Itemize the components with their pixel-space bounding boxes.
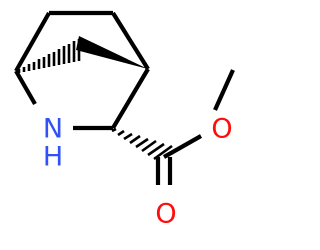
hashed-bridge-bond [17,39,81,73]
hashed-stereo-bond [111,127,173,161]
molecule-structure: N H O O [14,10,235,230]
bond-c-o-ester [162,134,203,159]
bond-o-methyl [213,69,235,111]
bond-c1-c5 [14,11,51,73]
bond-c4-c3 [111,67,150,130]
bond-n-c1 [14,69,37,106]
atom-o-ester-label: O [211,114,232,145]
atom-h-label: H [43,142,63,173]
bond-c6-c4 [111,11,150,71]
wedge-bridge-bond [76,36,148,69]
atom-o-carbonyl-label: O [155,199,176,230]
atom-n-label: N [43,114,63,145]
